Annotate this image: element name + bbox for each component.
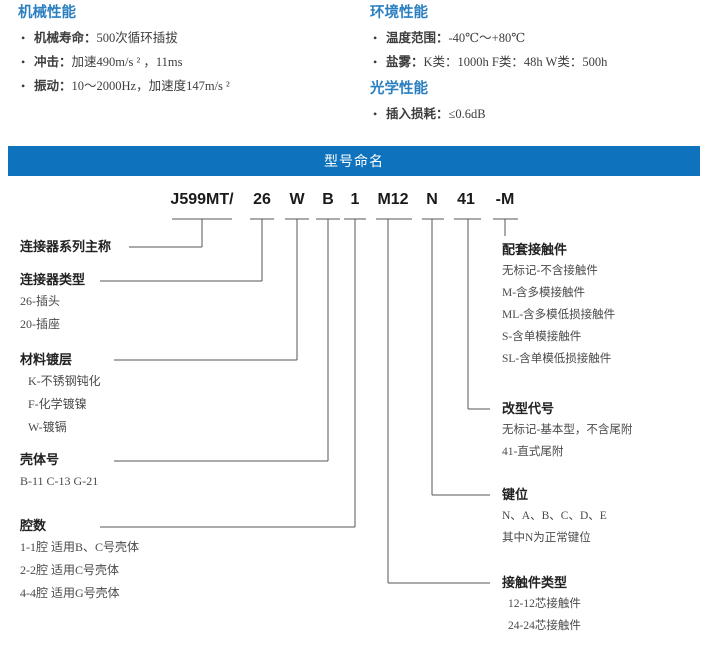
specifications-section: 机械性能 机械寿命：500次循环插拔 冲击：加速490m/s ² ，11ms 振… bbox=[0, 0, 708, 140]
optical-performance-heading: 光学性能 bbox=[370, 81, 428, 97]
callout-modification-code: 改型代号 无标记-基本型，不含尾附 41-直式尾附 bbox=[502, 399, 632, 463]
spec-term: 振动： bbox=[34, 79, 72, 93]
callout-item: SL-含单模低损接触件 bbox=[502, 353, 612, 365]
part-number-row: J599MT/ 26 W B 1 M12 N 41 -M bbox=[0, 190, 708, 216]
callout-item: 无标记-不含接触件 bbox=[502, 265, 598, 277]
environmental-performance-list: 温度范围：-40℃～+80℃ 盐雾：K类：1000h F类：48h W类：500… bbox=[370, 26, 708, 74]
callout-title: 连接器类型 bbox=[20, 272, 86, 287]
section-banner: 型号命名 bbox=[8, 146, 700, 176]
pn-token-plating: W bbox=[289, 191, 305, 208]
callout-item: S-含单模接触件 bbox=[502, 331, 582, 343]
callout-item: W-镀镉 bbox=[28, 420, 67, 434]
spec-value: ≤0.6dB bbox=[448, 107, 486, 121]
callout-shell-size: 壳体号 B-11 C-13 G-21 bbox=[20, 450, 98, 493]
callout-key-position: 键位 N、A、B、C、D、E 其中N为正常键位 bbox=[502, 485, 607, 549]
spec-item: 冲击：加速490m/s ² ，11ms bbox=[18, 50, 358, 74]
callout-material-plating: 材料镀层 K-不锈钢钝化 F-化学镀镍 W-镀镉 bbox=[20, 350, 101, 439]
callout-item: 26-插头 bbox=[20, 294, 60, 308]
spec-term: 机械寿命： bbox=[34, 31, 97, 45]
spec-value: K类：1000h F类：48h W类：500h bbox=[423, 55, 608, 69]
callout-title: 改型代号 bbox=[502, 401, 555, 416]
callout-item: 2-2腔 适用C号壳体 bbox=[20, 563, 120, 577]
environmental-performance-column: 环境性能 温度范围：-40℃～+80℃ 盐雾：K类：1000h F类：48h W… bbox=[370, 0, 708, 126]
spec-item: 机械寿命：500次循环插拔 bbox=[18, 26, 358, 50]
callout-item: 20-插座 bbox=[20, 317, 60, 331]
pn-token-key: N bbox=[426, 191, 438, 208]
spec-item: 温度范围：-40℃～+80℃ bbox=[370, 26, 708, 50]
mechanical-performance-list: 机械寿命：500次循环插拔 冲击：加速490m/s ² ，11ms 振动：10～… bbox=[18, 26, 358, 98]
spec-item: 插入损耗：≤0.6dB bbox=[370, 102, 708, 126]
callout-title: 壳体号 bbox=[20, 452, 60, 467]
callout-title: 键位 bbox=[502, 487, 529, 502]
mechanical-performance-column: 机械性能 机械寿命：500次循环插拔 冲击：加速490m/s ² ，11ms 振… bbox=[18, 0, 358, 98]
spec-item: 振动：10～2000Hz，加速度147m/s ² bbox=[18, 74, 358, 98]
spec-item: 盐雾：K类：1000h F类：48h W类：500h bbox=[370, 50, 708, 74]
callout-connector-series-name: 连接器系列主称 bbox=[20, 237, 111, 257]
callout-item: 41-直式尾附 bbox=[502, 446, 564, 458]
callout-item: F-化学镀镍 bbox=[28, 397, 87, 411]
callout-title: 接触件类型 bbox=[502, 575, 568, 590]
callout-item: N、A、B、C、D、E bbox=[502, 510, 607, 522]
callout-title: 连接器系列主称 bbox=[20, 239, 112, 254]
spec-value: 500次循环插拔 bbox=[96, 31, 178, 45]
callout-item: 12-12芯接触件 bbox=[508, 598, 581, 610]
spec-term: 温度范围： bbox=[386, 31, 449, 45]
callout-supplied-contacts: 配套接触件 无标记-不含接触件 M-含多模接触件 ML-含多模低损接触件 S-含… bbox=[502, 240, 615, 370]
spec-term: 盐雾： bbox=[386, 55, 424, 69]
callout-title: 材料镀层 bbox=[20, 352, 73, 367]
callout-item: 1-1腔 适用B、C号壳体 bbox=[20, 540, 140, 554]
callout-item: M-含多模接触件 bbox=[502, 287, 586, 299]
section-banner-title: 型号命名 bbox=[324, 153, 384, 169]
callout-connector-type: 连接器类型 26-插头 20-插座 bbox=[20, 270, 85, 336]
callout-item: 其中N为正常键位 bbox=[502, 532, 591, 544]
callout-item: 无标记-基本型，不含尾附 bbox=[502, 424, 633, 436]
callout-cavity-count: 腔数 1-1腔 适用B、C号壳体 2-2腔 适用C号壳体 4-4腔 适用G号壳体 bbox=[20, 516, 139, 605]
callout-item: ML-含多模低损接触件 bbox=[502, 309, 616, 321]
pn-token-contact-type: M12 bbox=[377, 191, 409, 208]
callout-item: 24-24芯接触件 bbox=[508, 620, 581, 632]
spec-term: 插入损耗： bbox=[386, 107, 449, 121]
pn-token-type: 26 bbox=[253, 191, 271, 208]
environmental-performance-heading: 环境性能 bbox=[370, 5, 428, 21]
pn-token-series: J599MT/ bbox=[170, 191, 234, 208]
pn-token-modification: 41 bbox=[457, 191, 475, 208]
spec-value: -40℃～+80℃ bbox=[448, 31, 526, 45]
optical-performance-list: 插入损耗：≤0.6dB bbox=[370, 102, 708, 126]
pn-token-shell: B bbox=[322, 191, 334, 208]
callout-item: B-11 C-13 G-21 bbox=[20, 474, 99, 488]
pn-token-cavity: 1 bbox=[350, 191, 360, 208]
spec-term: 冲击： bbox=[34, 55, 72, 69]
spec-value: 10～2000Hz，加速度147m/s ² bbox=[71, 79, 230, 93]
callout-contact-type: 接触件类型 12-12芯接触件 24-24芯接触件 bbox=[502, 573, 581, 637]
callout-title: 配套接触件 bbox=[502, 242, 568, 257]
callout-title: 腔数 bbox=[20, 518, 47, 533]
callout-item: K-不锈钢钝化 bbox=[28, 374, 101, 388]
pn-token-contacts: -M bbox=[495, 191, 515, 208]
spec-value: 加速490m/s ² ，11ms bbox=[71, 55, 183, 69]
callout-item: 4-4腔 适用G号壳体 bbox=[20, 586, 120, 600]
mechanical-performance-heading: 机械性能 bbox=[18, 5, 76, 21]
